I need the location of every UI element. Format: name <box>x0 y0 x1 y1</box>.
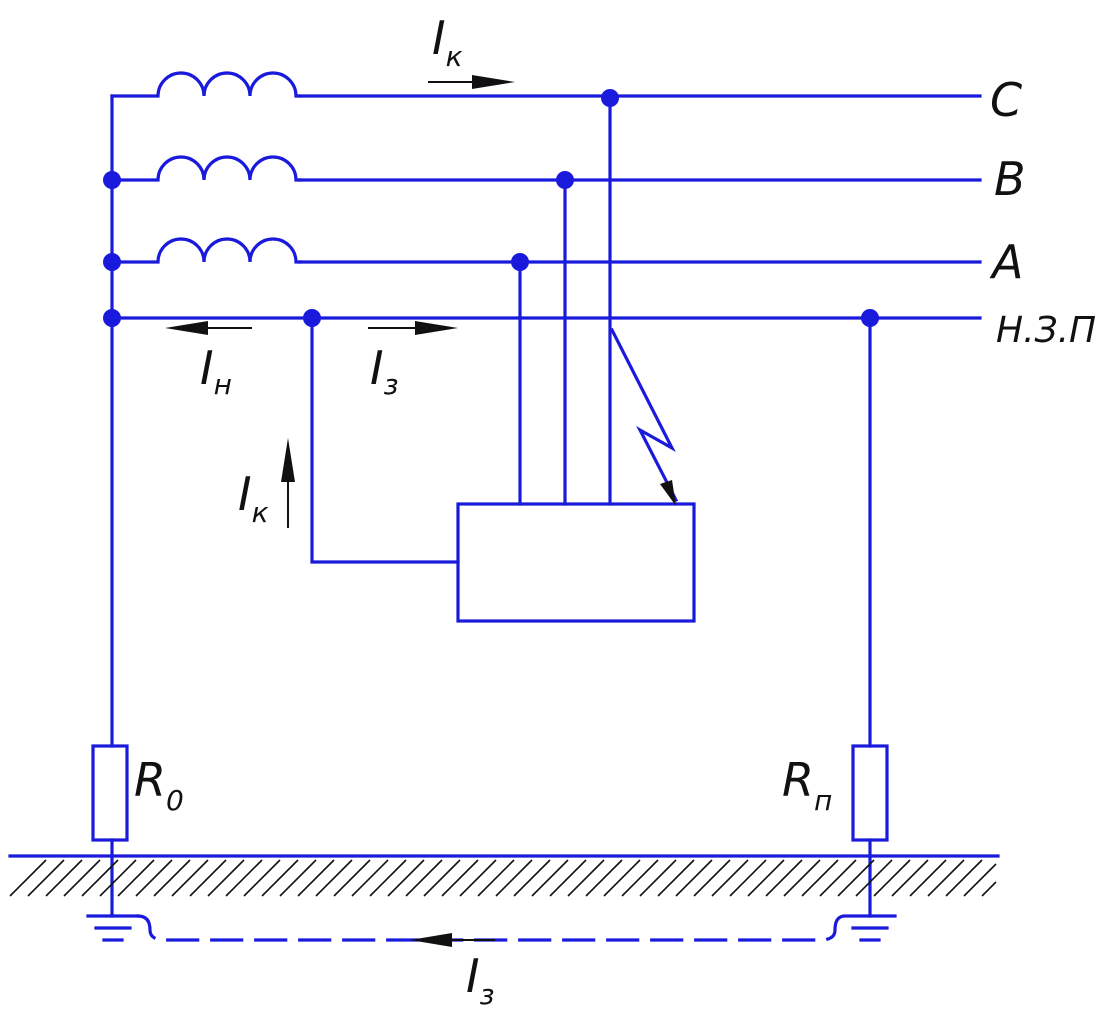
resistor-r0 <box>91 744 129 842</box>
hatch-stroke <box>639 859 677 897</box>
line-labels: C B A Н.З.П <box>989 73 1096 351</box>
hatch-stroke <box>405 859 443 897</box>
hatch-stroke <box>225 859 263 897</box>
hatch-stroke <box>531 859 569 897</box>
label-phase-c: C <box>990 73 1022 127</box>
hatch-stroke <box>99 859 137 897</box>
arrow-in-left <box>165 321 252 335</box>
label-rp: Rп <box>782 753 832 817</box>
earth-symbol-right <box>843 914 897 942</box>
resistor-rp <box>851 744 889 842</box>
label-ik-top: Iк <box>432 11 463 73</box>
busbars <box>110 94 982 320</box>
label-ik-mid: Iк <box>238 467 269 529</box>
hatch-stroke <box>927 859 965 897</box>
arrow-ik-top <box>428 75 515 89</box>
hatch-stroke <box>621 859 659 897</box>
ground-surface <box>8 854 1000 897</box>
right-grounding-branch <box>843 316 897 942</box>
hatch-stroke <box>387 859 425 897</box>
hatch-stroke <box>891 859 929 897</box>
hatch-stroke <box>171 859 209 897</box>
hatch-stroke <box>729 859 767 897</box>
hatch-stroke <box>693 859 731 897</box>
label-iz-top: Iз <box>370 341 398 401</box>
arrow-ik-mid <box>281 438 295 528</box>
hatch-stroke <box>711 859 749 897</box>
hatch-stroke <box>27 859 65 897</box>
label-r0: R0 <box>134 753 184 817</box>
current-labels: Iк Iн Iз Iк Iз <box>200 11 494 1011</box>
label-neutral: Н.З.П <box>996 310 1096 351</box>
hatch-stroke <box>819 859 857 897</box>
hatch-stroke <box>423 859 461 897</box>
hatch-stroke <box>261 859 299 897</box>
arrow-iz-top <box>368 321 458 335</box>
hatch-stroke <box>513 859 551 897</box>
hatch-stroke <box>351 859 389 897</box>
hatch-stroke <box>243 859 281 897</box>
coil-phase-a <box>110 237 302 264</box>
label-phase-b: B <box>994 152 1026 206</box>
hatch-stroke <box>441 859 479 897</box>
coil-phase-b <box>110 155 302 182</box>
hatch-stroke <box>207 859 245 897</box>
hatch-stroke <box>765 859 803 897</box>
hatch-stroke <box>675 859 713 897</box>
left-grounding-branch <box>86 94 140 942</box>
hatch-stroke <box>189 859 227 897</box>
load-equipment <box>310 94 696 623</box>
pe-conductor-to-load <box>310 316 460 564</box>
hatch-stroke <box>747 859 785 897</box>
hatch-stroke <box>909 859 947 897</box>
transformer-coils <box>110 71 302 264</box>
hatch-stroke <box>369 859 407 897</box>
hatch-stroke <box>783 859 821 897</box>
load-box <box>456 502 696 623</box>
hatch-stroke <box>45 859 83 897</box>
hatch-stroke <box>477 859 515 897</box>
hatch-stroke <box>549 859 587 897</box>
hatch-stroke <box>603 859 641 897</box>
resistor-labels: R0 Rп <box>134 753 832 817</box>
current-arrows <box>165 75 515 947</box>
hatch-stroke <box>981 881 997 897</box>
hatch-stroke <box>657 859 695 897</box>
hatch-stroke <box>279 859 317 897</box>
label-phase-a: A <box>989 235 1023 289</box>
hatch-stroke <box>585 859 623 897</box>
hatch-stroke <box>873 859 911 897</box>
ground-hatching <box>9 859 997 897</box>
hatch-stroke <box>963 863 997 897</box>
hatch-stroke <box>333 859 371 897</box>
junction-dots <box>103 89 879 327</box>
earth-symbol-left <box>86 914 140 942</box>
label-in-left: Iн <box>200 341 232 401</box>
hatch-stroke <box>801 859 839 897</box>
hatch-stroke <box>117 859 155 897</box>
hatch-stroke <box>495 859 533 897</box>
hatch-stroke <box>855 859 893 897</box>
hatch-stroke <box>63 859 101 897</box>
label-iz-ground: Iз <box>466 949 494 1011</box>
hatch-stroke <box>153 859 191 897</box>
coil-phase-c <box>110 71 302 98</box>
hatch-stroke <box>135 859 173 897</box>
earth-return-path <box>136 914 847 942</box>
hatch-stroke <box>945 859 983 897</box>
hatch-stroke <box>837 859 875 897</box>
hatch-stroke <box>567 859 605 897</box>
fault-lightning <box>609 327 679 506</box>
hatch-stroke <box>459 859 497 897</box>
hatch-stroke <box>9 859 47 897</box>
arrow-iz-ground <box>410 933 495 947</box>
hatch-stroke <box>297 859 335 897</box>
hatch-stroke <box>81 859 119 897</box>
hatch-stroke <box>315 859 353 897</box>
